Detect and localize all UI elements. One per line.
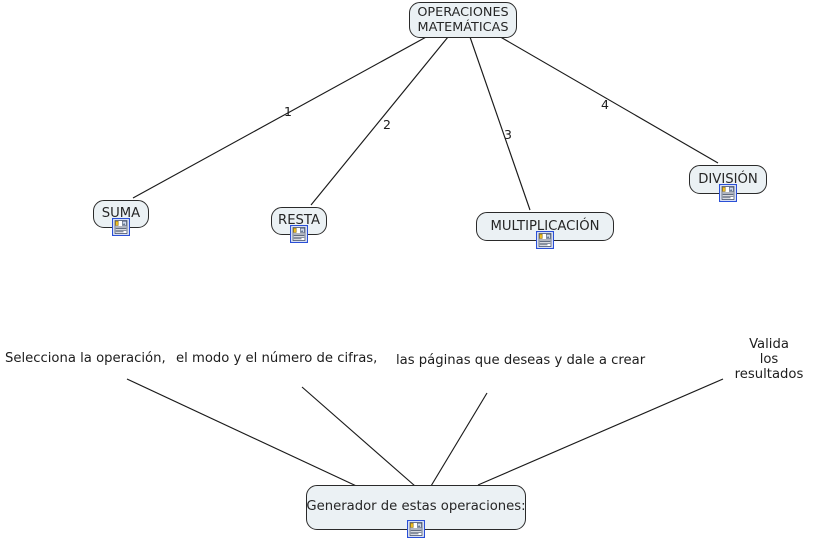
linking-phrase-modo-cifras[interactable]: el modo y el número de cifras, [176, 351, 378, 366]
linking-phrase-selecciona-operacion[interactable]: Selecciona la operación, [5, 351, 166, 366]
resource-document-icon[interactable] [112, 218, 130, 236]
node-multiplicacion[interactable]: MULTIPLICACIÓN [476, 212, 614, 249]
node-label-division: DIVISIÓN [698, 171, 758, 187]
edge-label-4[interactable]: 4 [601, 97, 609, 112]
node-resta[interactable]: RESTA [271, 207, 327, 243]
linking-phrase-valida-line3: resultados [734, 367, 804, 382]
node-operaciones-matematicas[interactable]: OPERACIONES MATEMÁTICAS [409, 2, 517, 38]
node-suma[interactable]: SUMA [93, 200, 149, 236]
edge-phrase2-generador [301, 386, 416, 487]
node-label-resta: RESTA [278, 213, 320, 228]
linking-phrase-valida-resultados[interactable]: Valida los resultados [731, 337, 807, 382]
node-generador[interactable]: Generador de estas operaciones: [306, 485, 526, 538]
node-label-generador: Generador de estas operaciones: [306, 499, 526, 514]
linking-phrase-valida-line2: los [759, 352, 779, 367]
linking-phrase-valida-line1: Valida [749, 337, 789, 352]
node-label-line1: OPERACIONES [417, 5, 509, 20]
edge-phrase3-generador [430, 392, 488, 487]
resource-document-icon[interactable] [536, 231, 554, 249]
edge-phrase4-generador [477, 378, 724, 486]
edge-label-1[interactable]: 1 [284, 104, 292, 119]
resource-document-icon[interactable] [407, 520, 425, 538]
resource-document-icon[interactable] [719, 184, 737, 202]
resource-document-icon[interactable] [290, 225, 308, 243]
node-label-suma: SUMA [101, 206, 141, 221]
linking-phrase-paginas-crear[interactable]: las páginas que deseas y dale a crear [396, 353, 646, 368]
node-division[interactable]: DIVISIÓN [689, 165, 767, 202]
edge-phrase1-generador [126, 378, 366, 491]
edge-root-multiplicacion [469, 36, 531, 211]
edge-label-3[interactable]: 3 [504, 127, 512, 142]
node-label-line2: MATEMÁTICAS [417, 20, 509, 35]
edge-label-2[interactable]: 2 [383, 117, 391, 132]
node-label-multiplicacion: MULTIPLICACIÓN [490, 218, 600, 234]
edge-root-resta [310, 36, 449, 206]
